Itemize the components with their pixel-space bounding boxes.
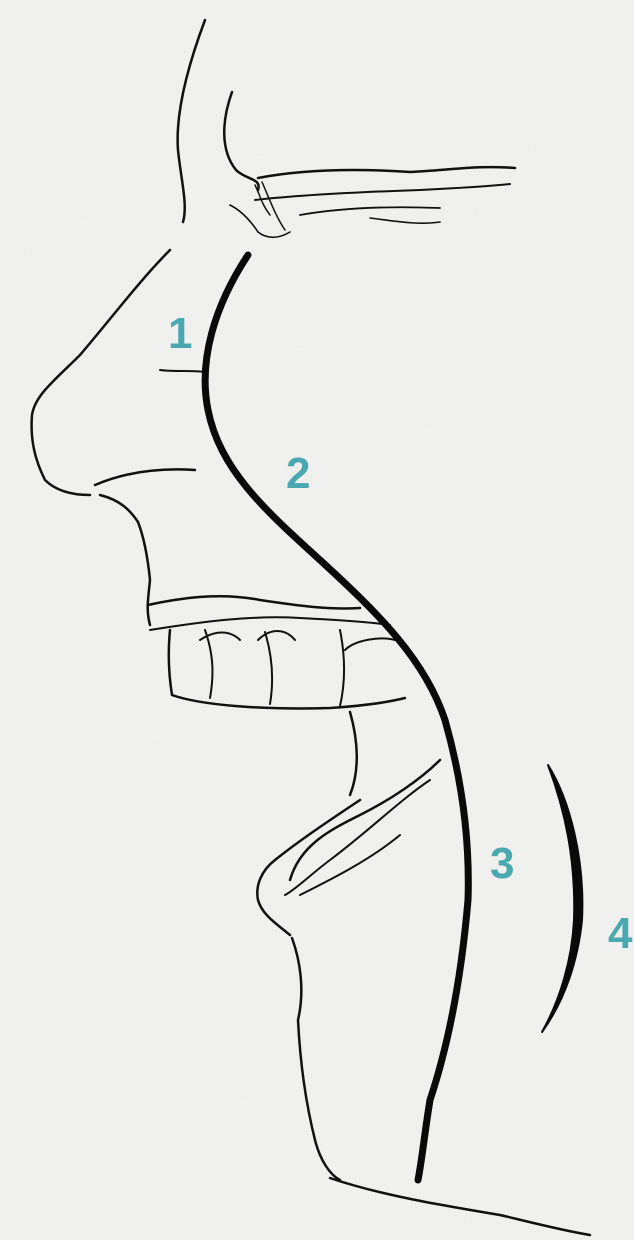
label-3: 3 bbox=[490, 839, 514, 888]
label-2: 2 bbox=[286, 449, 310, 498]
label-1: 1 bbox=[168, 309, 192, 358]
label-4: 4 bbox=[608, 909, 633, 958]
